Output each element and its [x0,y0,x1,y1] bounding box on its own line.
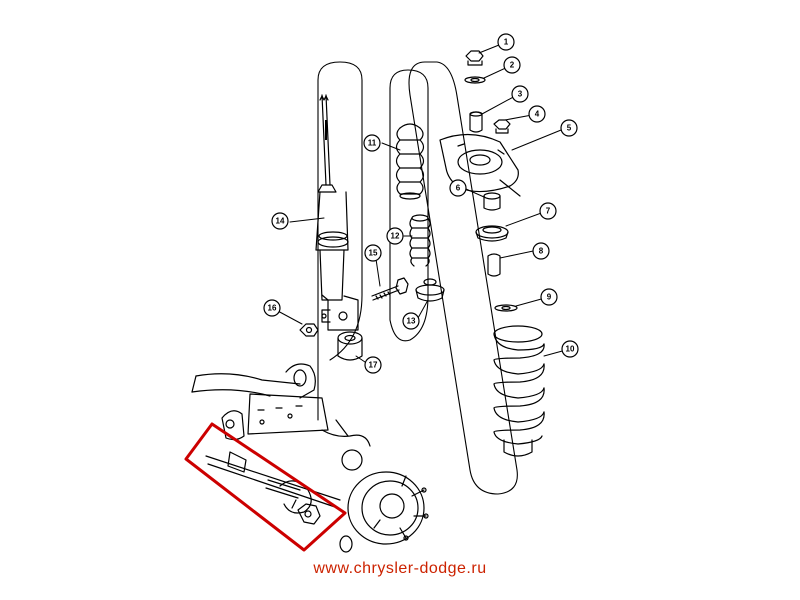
callout-8: 8 [532,242,550,260]
callout-1: 1 [497,33,515,51]
callout-13-label: 13 [407,317,416,326]
callout-14-label: 14 [276,217,285,226]
callout-7-label: 7 [546,207,551,216]
dust-boot-part [395,123,425,200]
callout-16: 16 [263,299,281,317]
jounce-bumper-part [409,214,431,267]
callout-5: 5 [560,119,578,137]
callout-17-label: 17 [369,361,378,370]
callout-12: 12 [386,227,404,245]
callout-markers: 1 2 3 4 5 6 7 8 9 10 11 12 13 14 15 16 1… [263,33,579,374]
coil-spring-part [493,325,545,457]
callout-1-label: 1 [504,38,509,47]
callout-3-label: 3 [518,90,523,99]
callout-8-label: 8 [539,247,544,256]
bushing-part [337,331,363,361]
strut-assembly [315,94,359,331]
callout-7: 7 [539,202,557,220]
callout-11: 11 [363,134,381,152]
assembly-envelope-outlines [317,61,518,495]
callout-11-label: 11 [368,139,377,148]
callout-14: 14 [271,212,289,230]
highlight-box [184,422,347,552]
callout-2-label: 2 [510,61,515,70]
upper-mount-stack [439,50,521,312]
spring-seat-part [415,278,445,302]
callout-13: 13 [402,312,420,330]
nut-and-bolt-parts [299,277,409,337]
callout-2: 2 [503,56,521,74]
callout-12-label: 12 [391,232,400,241]
callout-10: 10 [561,340,579,358]
footer-website-url: www.chrysler-dodge.ru [313,560,487,577]
callout-9-label: 9 [547,293,552,302]
callout-16-label: 16 [268,304,277,313]
callout-15-label: 15 [369,249,378,258]
callout-6: 6 [449,179,467,197]
callout-9: 9 [540,288,558,306]
callout-5-label: 5 [567,124,572,133]
callout-10-label: 10 [566,345,575,354]
callout-3: 3 [511,85,529,103]
callout-6-label: 6 [456,184,461,193]
callout-15: 15 [364,244,382,262]
rear-axle-and-hub [191,363,429,553]
callout-4: 4 [528,105,546,123]
callout-17: 17 [364,356,382,374]
callout-4-label: 4 [535,110,540,119]
